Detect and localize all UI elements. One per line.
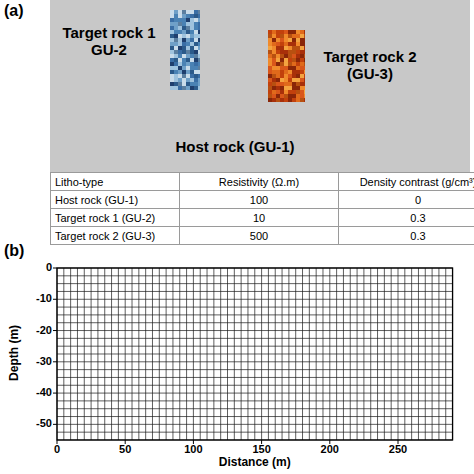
rock-label: Host rock (GU-1) xyxy=(165,138,305,155)
table-cell: Litho-type xyxy=(51,173,180,191)
mesh-line xyxy=(57,322,453,323)
mesh-line xyxy=(57,361,453,362)
axis-title: Distance (m) xyxy=(200,456,310,470)
mesh-line xyxy=(57,353,453,354)
distance-tick-label: 200 xyxy=(310,443,350,456)
tick-mark xyxy=(53,330,57,331)
table-cell: 0.3 xyxy=(339,227,474,245)
mesh-line xyxy=(57,377,453,378)
table-text: Host rock (GU-1) xyxy=(55,194,138,206)
tick-mark xyxy=(53,268,57,269)
distance-tick-label: 0 xyxy=(37,443,77,456)
distance-tick-label: 50 xyxy=(105,443,145,456)
table-cell: Density contrast (g/cm³) xyxy=(339,173,474,191)
table-cell: 0 xyxy=(339,191,474,209)
tick-mark xyxy=(53,299,57,300)
depth-tick-label: -40 xyxy=(8,386,52,399)
mesh-line xyxy=(57,385,453,386)
mesh-lines xyxy=(53,268,453,444)
mesh-line xyxy=(57,416,453,417)
table-cell: 0.3 xyxy=(339,209,474,227)
mesh-line xyxy=(57,283,453,284)
table-text: 0.3 xyxy=(410,230,425,242)
table-row: Target rock 2 (GU-3) 500 0.3 xyxy=(51,227,474,245)
panel-letter: (a) xyxy=(4,2,24,20)
table-cell: 500 xyxy=(180,227,339,245)
tick-mark xyxy=(53,361,57,362)
table-text: 500 xyxy=(250,230,268,242)
axis-title: Depth (m) xyxy=(8,308,22,398)
distance-tick-label: 250 xyxy=(378,443,418,456)
table-cell: 10 xyxy=(180,209,339,227)
table-text: Target rock 2 (GU-3) xyxy=(55,230,155,242)
distance-tick-label: 150 xyxy=(242,443,282,456)
mesh-line xyxy=(57,338,453,339)
property-table: Litho-type Resistivity (Ω.m) Density contr… xyxy=(50,172,474,245)
tick-mark xyxy=(53,393,57,394)
target-rock-1-block: Target rock 1 GU-2 xyxy=(170,10,200,90)
table-cell: 100 xyxy=(180,191,339,209)
table-row: Target rock 1 (GU-2) 10 0.3 xyxy=(51,209,474,227)
table-cell: Target rock 2 (GU-3) xyxy=(51,227,180,245)
table-text: Litho-type xyxy=(55,176,103,188)
mesh-line xyxy=(57,275,453,276)
table-text: 0.3 xyxy=(410,212,425,224)
mesh-border xyxy=(57,268,453,440)
distance-tick-label: 100 xyxy=(173,443,213,456)
depth-tick-label: -10 xyxy=(8,292,52,305)
table-text: 0 xyxy=(415,194,421,206)
mesh-line xyxy=(57,299,453,300)
rock-texture xyxy=(170,10,200,90)
table-row: Litho-type Resistivity (Ω.m) Density contr… xyxy=(51,173,474,191)
mesh-line xyxy=(57,314,453,315)
mesh-line xyxy=(57,346,453,347)
rock-texture xyxy=(268,30,305,102)
table-text: 10 xyxy=(253,212,265,224)
mesh-line xyxy=(57,291,453,292)
mesh-line xyxy=(57,424,453,425)
rock-label: Target rock 2 (GU-3) xyxy=(311,48,429,83)
table-cell: Resistivity (Ω.m) xyxy=(180,173,339,191)
table-text: Density contrast (g/cm³) xyxy=(360,176,474,188)
mesh-line xyxy=(57,307,453,308)
table-cell: Host rock (GU-1) xyxy=(51,191,180,209)
table-row: Host rock (GU-1) 100 0 xyxy=(51,191,474,209)
table-text: Resistivity (Ω.m) xyxy=(219,176,299,188)
table-cell: Target rock 1 (GU-2) xyxy=(51,209,180,227)
depth-tick-label: 0 xyxy=(8,261,52,274)
rock-label: Target rock 1 GU-2 xyxy=(54,24,164,59)
mesh-line xyxy=(57,393,453,394)
mesh-line xyxy=(57,400,453,401)
depth-tick-label: -50 xyxy=(8,417,52,430)
tick-mark xyxy=(53,424,57,425)
mesh-line xyxy=(57,432,453,433)
target-rock-2-block: Target rock 2 (GU-3) xyxy=(268,30,305,102)
table-text: Target rock 1 (GU-2) xyxy=(55,212,155,224)
mesh-line xyxy=(57,330,453,331)
table-text: 100 xyxy=(250,194,268,206)
mesh-line xyxy=(57,369,453,370)
panel-letter: (b) xyxy=(4,242,24,260)
mesh-line xyxy=(57,408,453,409)
